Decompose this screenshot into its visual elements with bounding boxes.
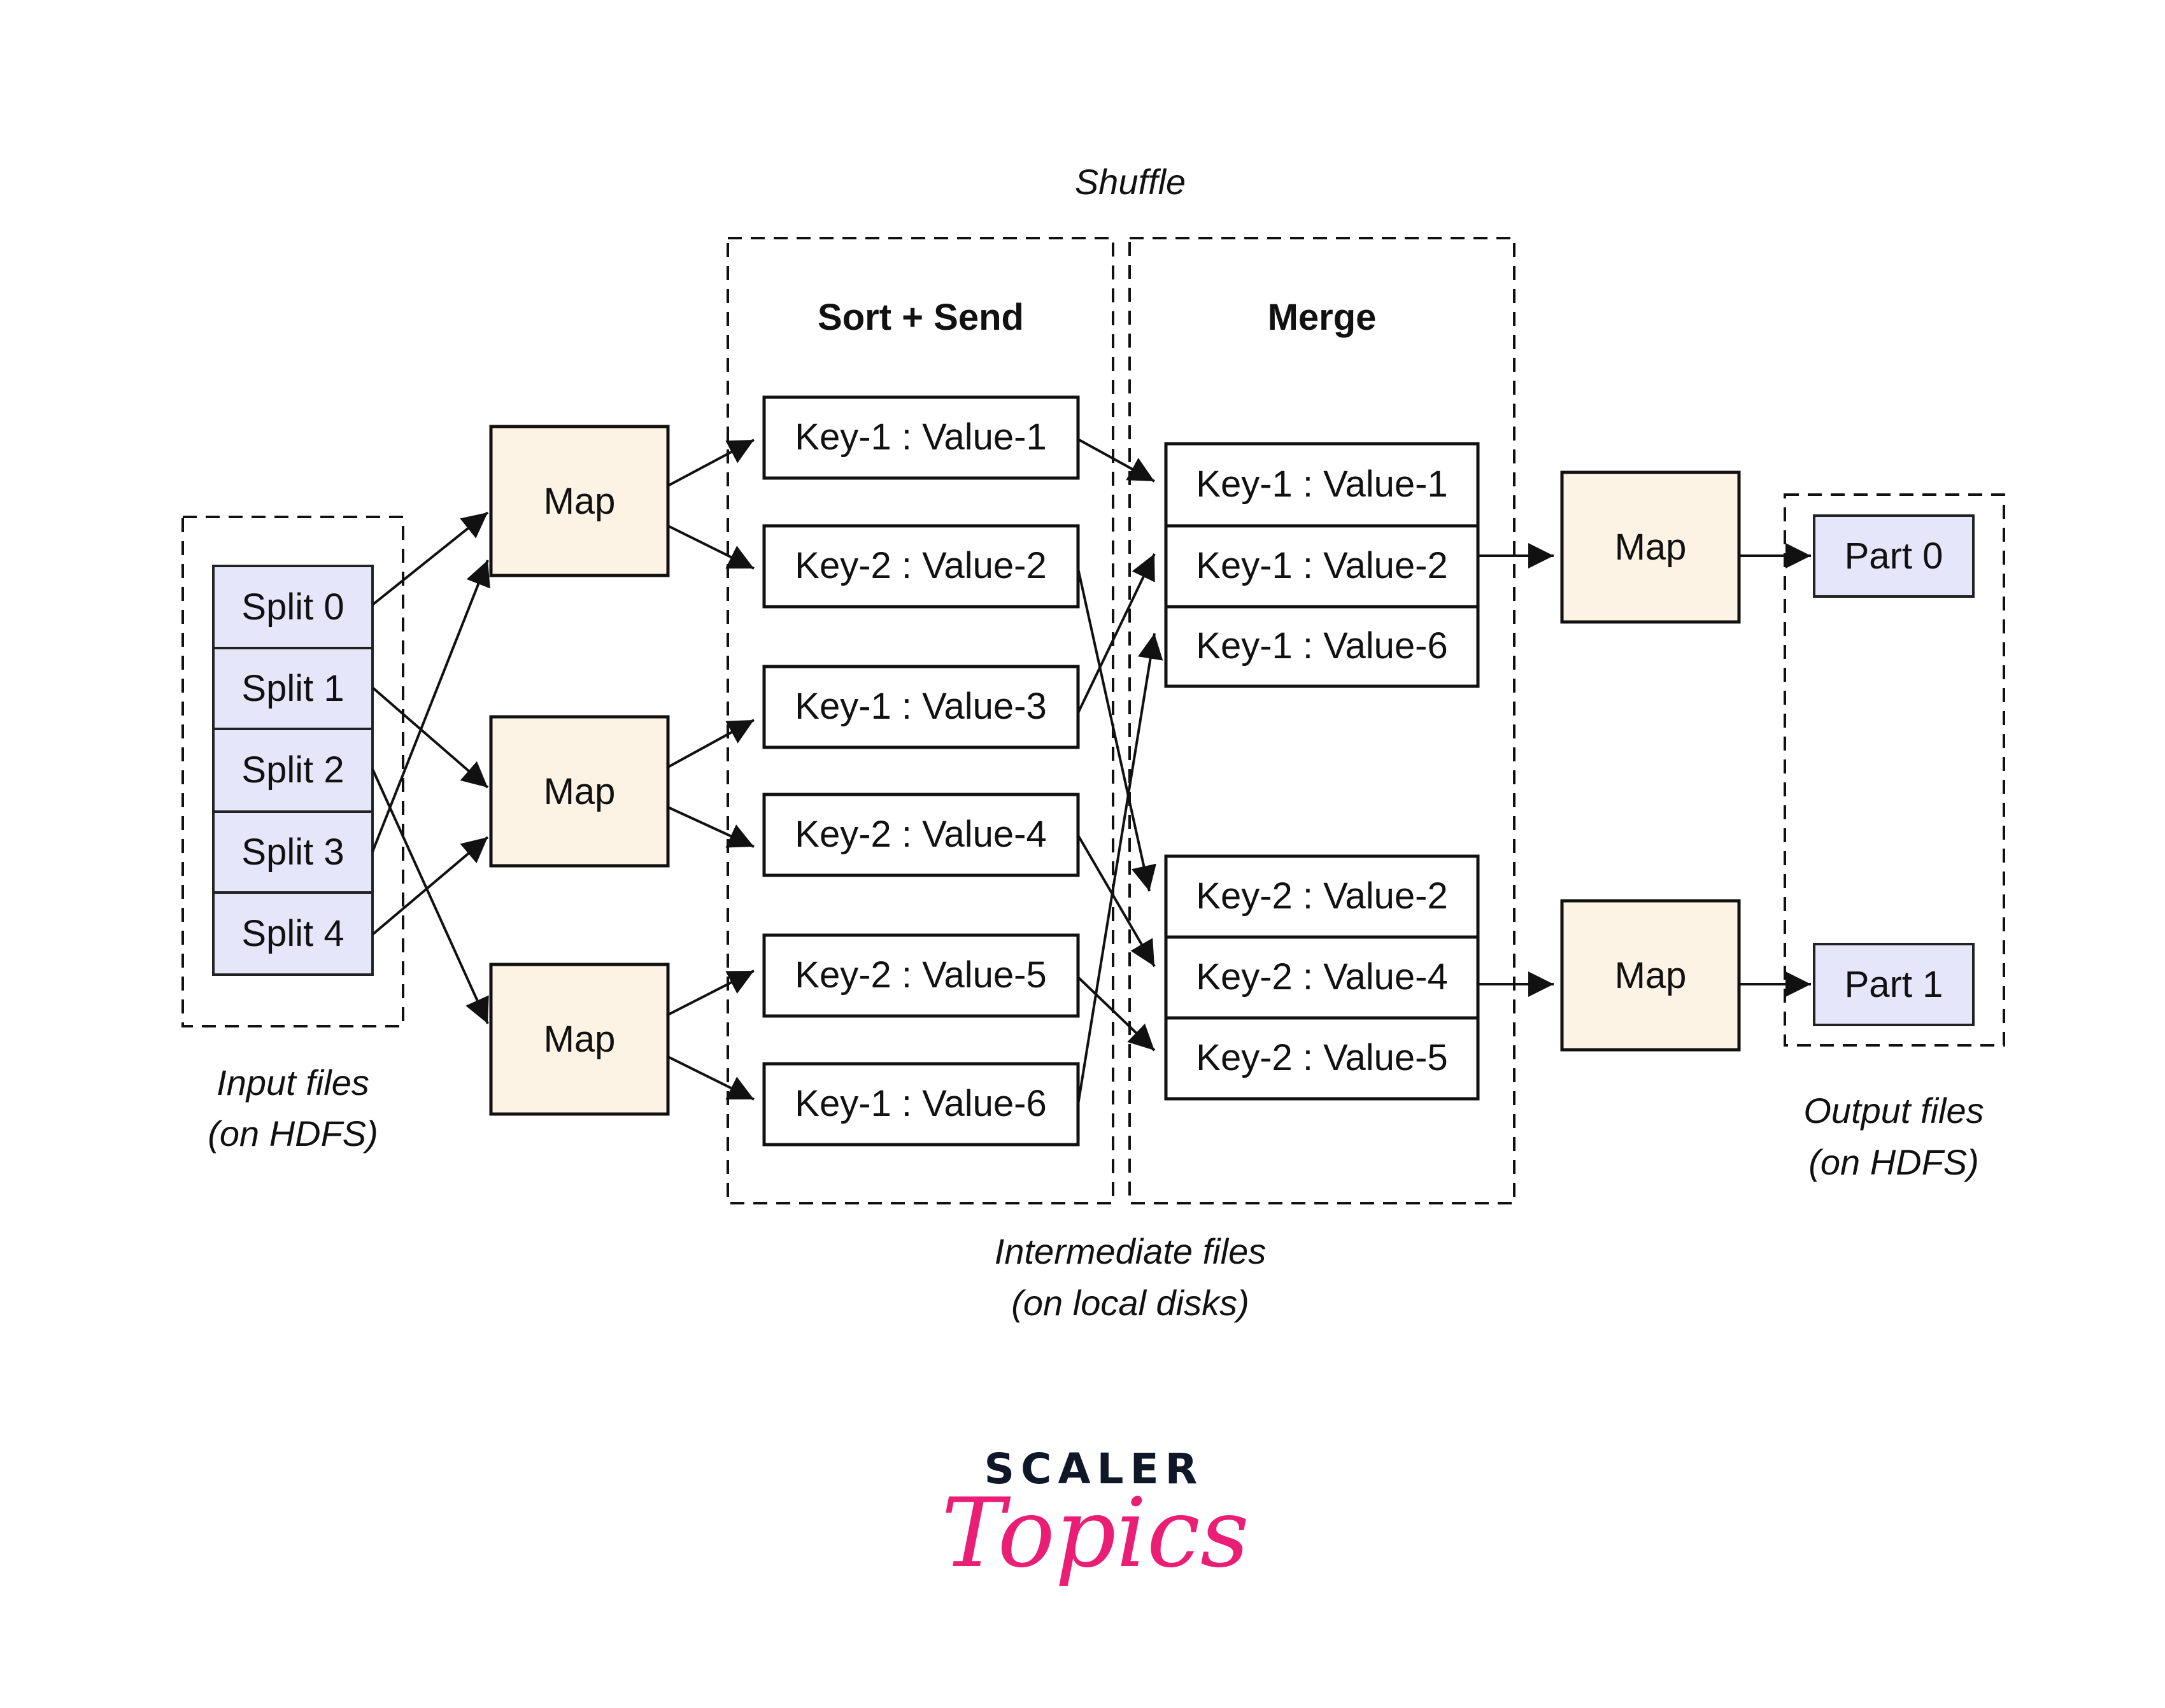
map-node-3[interactable]: Map — [489, 963, 670, 1116]
kv-item-4[interactable]: Key-2 : Value-4 — [762, 793, 1080, 877]
input-splits: Split 0 Split 1 Split 2 Split 3 Split 4 — [212, 565, 374, 976]
input-files-container — [181, 516, 404, 1027]
reduce-map-node-1[interactable]: Map — [1560, 470, 1741, 624]
map-label: Map — [544, 1019, 616, 1060]
edge-kv4-merge — [1077, 834, 1156, 968]
edge-split0-map1 — [371, 511, 489, 606]
edge-kv6-merge — [1077, 633, 1163, 1105]
kv-label: Key-2 : Value-4 — [1196, 956, 1447, 998]
merge-item[interactable]: Key-1 : Value-1 — [1164, 442, 1480, 528]
kv-item-3[interactable]: Key-1 : Value-3 — [762, 665, 1080, 749]
kv-label: Key-1 : Value-1 — [795, 416, 1046, 458]
merge-item[interactable]: Key-1 : Value-6 — [1164, 605, 1480, 688]
kv-label: Key-2 : Value-5 — [1196, 1037, 1447, 1078]
logo-topics-text: Topics — [941, 1478, 1249, 1589]
edge-map2-kv3 — [667, 719, 755, 768]
map-label: Map — [1615, 955, 1687, 996]
kv-label: Key-2 : Value-2 — [795, 545, 1046, 586]
edges — [371, 438, 1811, 1105]
edge-split4-map2 — [371, 836, 489, 936]
edge-split2-map3 — [371, 768, 489, 1024]
edge-map3-kv5 — [667, 970, 755, 1016]
kv-label: Key-1 : Value-6 — [795, 1083, 1046, 1124]
sort-send-container — [727, 237, 1114, 1204]
merge-group-key-1: Key-1 : Value-1 Key-1 : Value-2 Key-1 : … — [1164, 442, 1480, 688]
split-3[interactable]: Split 3 — [212, 810, 374, 894]
kv-label: Key-1 : Value-3 — [795, 686, 1046, 727]
kv-item-2[interactable]: Key-2 : Value-2 — [762, 524, 1080, 609]
kv-item-6[interactable]: Key-1 : Value-6 — [762, 1062, 1080, 1147]
split-4[interactable]: Split 4 — [212, 891, 374, 976]
kv-label: Key-1 : Value-2 — [1196, 545, 1447, 586]
kv-label: Key-2 : Value-4 — [795, 814, 1046, 855]
split-label: Split 0 — [241, 586, 344, 628]
kv-label: Key-1 : Value-6 — [1196, 625, 1447, 667]
input-caption-line1: Input files — [216, 1062, 369, 1103]
edge-split1-map2 — [371, 686, 489, 789]
output-files-container — [1784, 493, 2005, 1047]
map-label: Map — [1615, 526, 1687, 568]
map-label: Map — [544, 771, 616, 812]
merge-heading: Merge — [1268, 297, 1377, 338]
input-caption-line2: (on HDFS) — [208, 1113, 378, 1154]
sort-send-items: Key-1 : Value-1 Key-2 : Value-2 Key-1 : … — [762, 395, 1080, 1147]
merge-item[interactable]: Key-2 : Value-5 — [1164, 1016, 1480, 1101]
output-caption-line2: (on HDFS) — [1808, 1142, 1979, 1182]
edge-kv3-merge — [1077, 553, 1156, 714]
part-label: Part 1 — [1845, 964, 1943, 1005]
kv-item-5[interactable]: Key-2 : Value-5 — [762, 933, 1080, 1018]
split-1[interactable]: Split 1 — [212, 647, 374, 730]
edge-map3-kv6 — [667, 1055, 755, 1101]
edge-kv2-merge — [1077, 568, 1156, 892]
edge-map2-kv4 — [667, 806, 755, 848]
split-label: Split 3 — [241, 831, 344, 873]
kv-item-1[interactable]: Key-1 : Value-1 — [762, 395, 1080, 480]
shuffle-title: Shuffle — [1075, 162, 1186, 202]
kv-label: Key-2 : Value-5 — [795, 954, 1046, 996]
kv-label: Key-2 : Value-2 — [1196, 875, 1447, 917]
reduce-map-node-2[interactable]: Map — [1560, 899, 1741, 1052]
sort-send-heading: Sort + Send — [818, 297, 1024, 338]
map-node-2[interactable]: Map — [489, 715, 670, 868]
output-caption-line1: Output files — [1803, 1090, 1984, 1131]
map-label: Map — [544, 481, 616, 522]
split-2[interactable]: Split 2 — [212, 728, 374, 813]
intermediate-caption-line2: (on local disks) — [1011, 1283, 1249, 1323]
merge-item[interactable]: Key-2 : Value-2 — [1164, 854, 1480, 939]
edge-map1-kv2 — [667, 525, 755, 570]
merge-container — [1128, 237, 1516, 1204]
split-label: Split 1 — [241, 668, 344, 709]
edge-map1-kv1 — [667, 439, 755, 487]
split-label: Split 2 — [241, 749, 344, 791]
part-1[interactable]: Part 1 — [1813, 943, 1975, 1026]
merge-group-key-2: Key-2 : Value-2 Key-2 : Value-4 Key-2 : … — [1164, 854, 1480, 1101]
part-0[interactable]: Part 0 — [1813, 514, 1975, 598]
kv-label: Key-1 : Value-1 — [1196, 463, 1447, 505]
edge-kv1-merge — [1077, 438, 1155, 483]
scaler-topics-logo: SCALER Topics — [941, 1444, 1249, 1589]
map-node-1[interactable]: Map — [489, 425, 670, 577]
merge-item[interactable]: Key-1 : Value-2 — [1164, 524, 1480, 609]
edge-kv5-merge — [1077, 976, 1156, 1052]
edge-split3-map1 — [371, 560, 490, 852]
intermediate-caption-line1: Intermediate files — [995, 1231, 1266, 1271]
logo-scaler-text: SCALER — [984, 1444, 1203, 1493]
part-label: Part 0 — [1845, 535, 1943, 577]
split-0[interactable]: Split 0 — [212, 565, 374, 649]
merge-item[interactable]: Key-2 : Value-4 — [1164, 935, 1480, 1020]
split-label: Split 4 — [241, 913, 344, 954]
